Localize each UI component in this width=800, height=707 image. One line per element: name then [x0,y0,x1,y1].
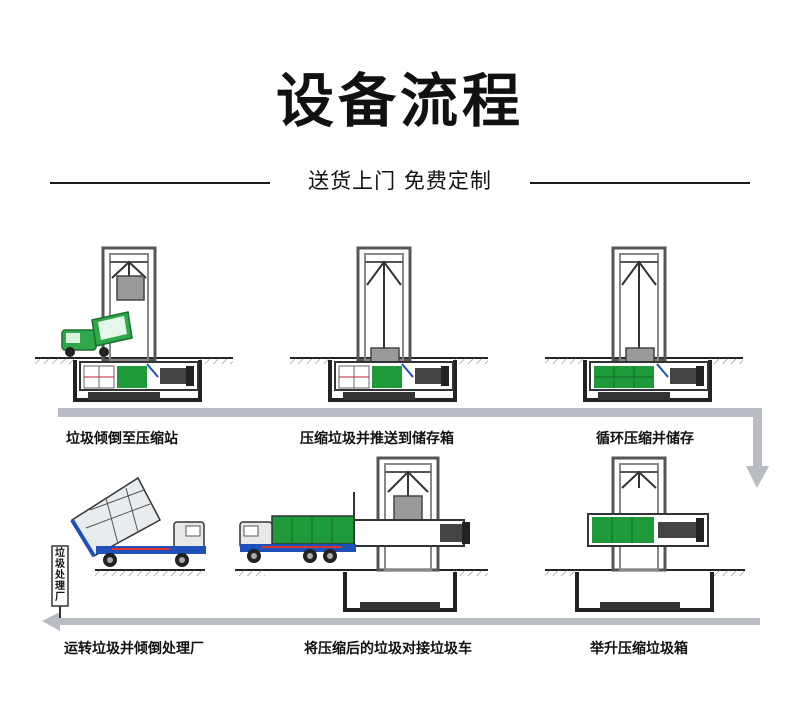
flow-arrow-bottom [60,618,760,625]
station-3 [545,246,743,402]
garbage-tricycle [61,311,133,357]
step-label-5: 将压缩后的垃圾对接垃圾车 [304,641,472,657]
garbage-truck-dumping [70,476,206,567]
step-label-6: 运转垃圾并倾倒处理厂 [64,641,204,657]
station-4 [545,456,745,612]
flow-arrow-left-head [42,612,60,631]
subtitle-row: 送货上门 免费定制 [0,166,800,196]
plant-signpost [51,545,69,618]
flow-arrow-top [58,408,762,417]
station-5 [235,456,488,612]
station-6 [51,476,206,618]
step-label-1: 垃圾倾倒至压缩站 [66,431,178,447]
page-title: 设备流程 [275,67,524,135]
station-2 [290,246,488,402]
flow-arrow [42,408,769,631]
signpost-text: 垃圾处理厂 [55,548,65,603]
flow-arrow-down-head [746,466,769,488]
divider-left [50,182,270,184]
step-label-2: 压缩垃圾并推送到储存箱 [300,431,454,447]
divider-right [530,182,750,184]
station-1 [35,246,233,402]
page-subtitle: 送货上门 免费定制 [308,169,492,193]
step-label-4: 举升压缩垃圾箱 [590,641,688,657]
garbage-truck-docking [239,515,356,563]
step-label-3: 循环压缩并储存 [596,431,694,447]
flow-arrow-right [753,408,762,468]
